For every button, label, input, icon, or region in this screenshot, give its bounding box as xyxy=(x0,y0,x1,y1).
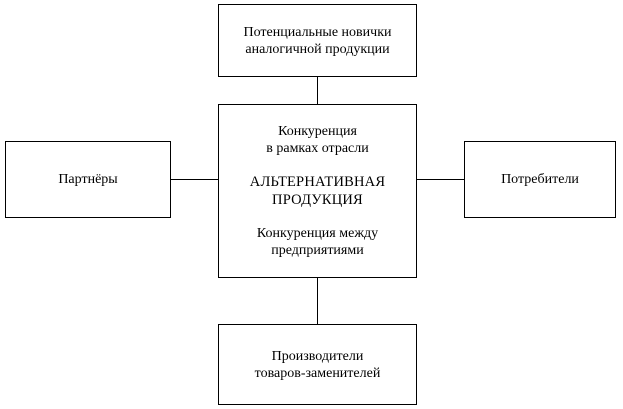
box-substitute-producers: Производители товаров-заменителей xyxy=(218,324,417,405)
box-consumers-label: Потребители xyxy=(501,172,579,187)
box-potential-entrants-line-1: Потенциальные новички xyxy=(243,24,392,40)
center-title-line-2: ПРОДУКЦИЯ xyxy=(272,192,363,208)
center-title-line-1: АЛЬТЕРНАТИВНАЯ xyxy=(249,174,386,190)
enterprise-competition-line-2: предприятиями xyxy=(271,243,364,258)
connector-top-center xyxy=(317,76,318,105)
box-alternative-products: Конкуренция в рамках отрасли АЛЬТЕРНАТИВ… xyxy=(218,104,417,278)
connector-left-center xyxy=(170,179,219,180)
box-partners-label: Партнёры xyxy=(58,172,118,187)
box-substitute-producers-line-1: Производители xyxy=(271,348,364,364)
connector-center-bottom xyxy=(317,277,318,325)
box-substitute-producers-line-2: товаров-заменителей xyxy=(254,365,381,381)
box-partners: Партнёры xyxy=(5,141,171,218)
industry-competition-line-1: Конкуренция xyxy=(278,124,357,139)
connector-center-right xyxy=(416,179,465,180)
industry-competition-line-2: в рамках отрасли xyxy=(266,141,369,156)
box-consumers: Потребители xyxy=(464,141,616,218)
enterprise-competition-line-1: Конкуренция между xyxy=(256,226,379,241)
box-potential-entrants: Потенциальные новички аналогичной продук… xyxy=(218,4,417,77)
box-potential-entrants-line-2: аналогичной продукции xyxy=(245,41,390,57)
